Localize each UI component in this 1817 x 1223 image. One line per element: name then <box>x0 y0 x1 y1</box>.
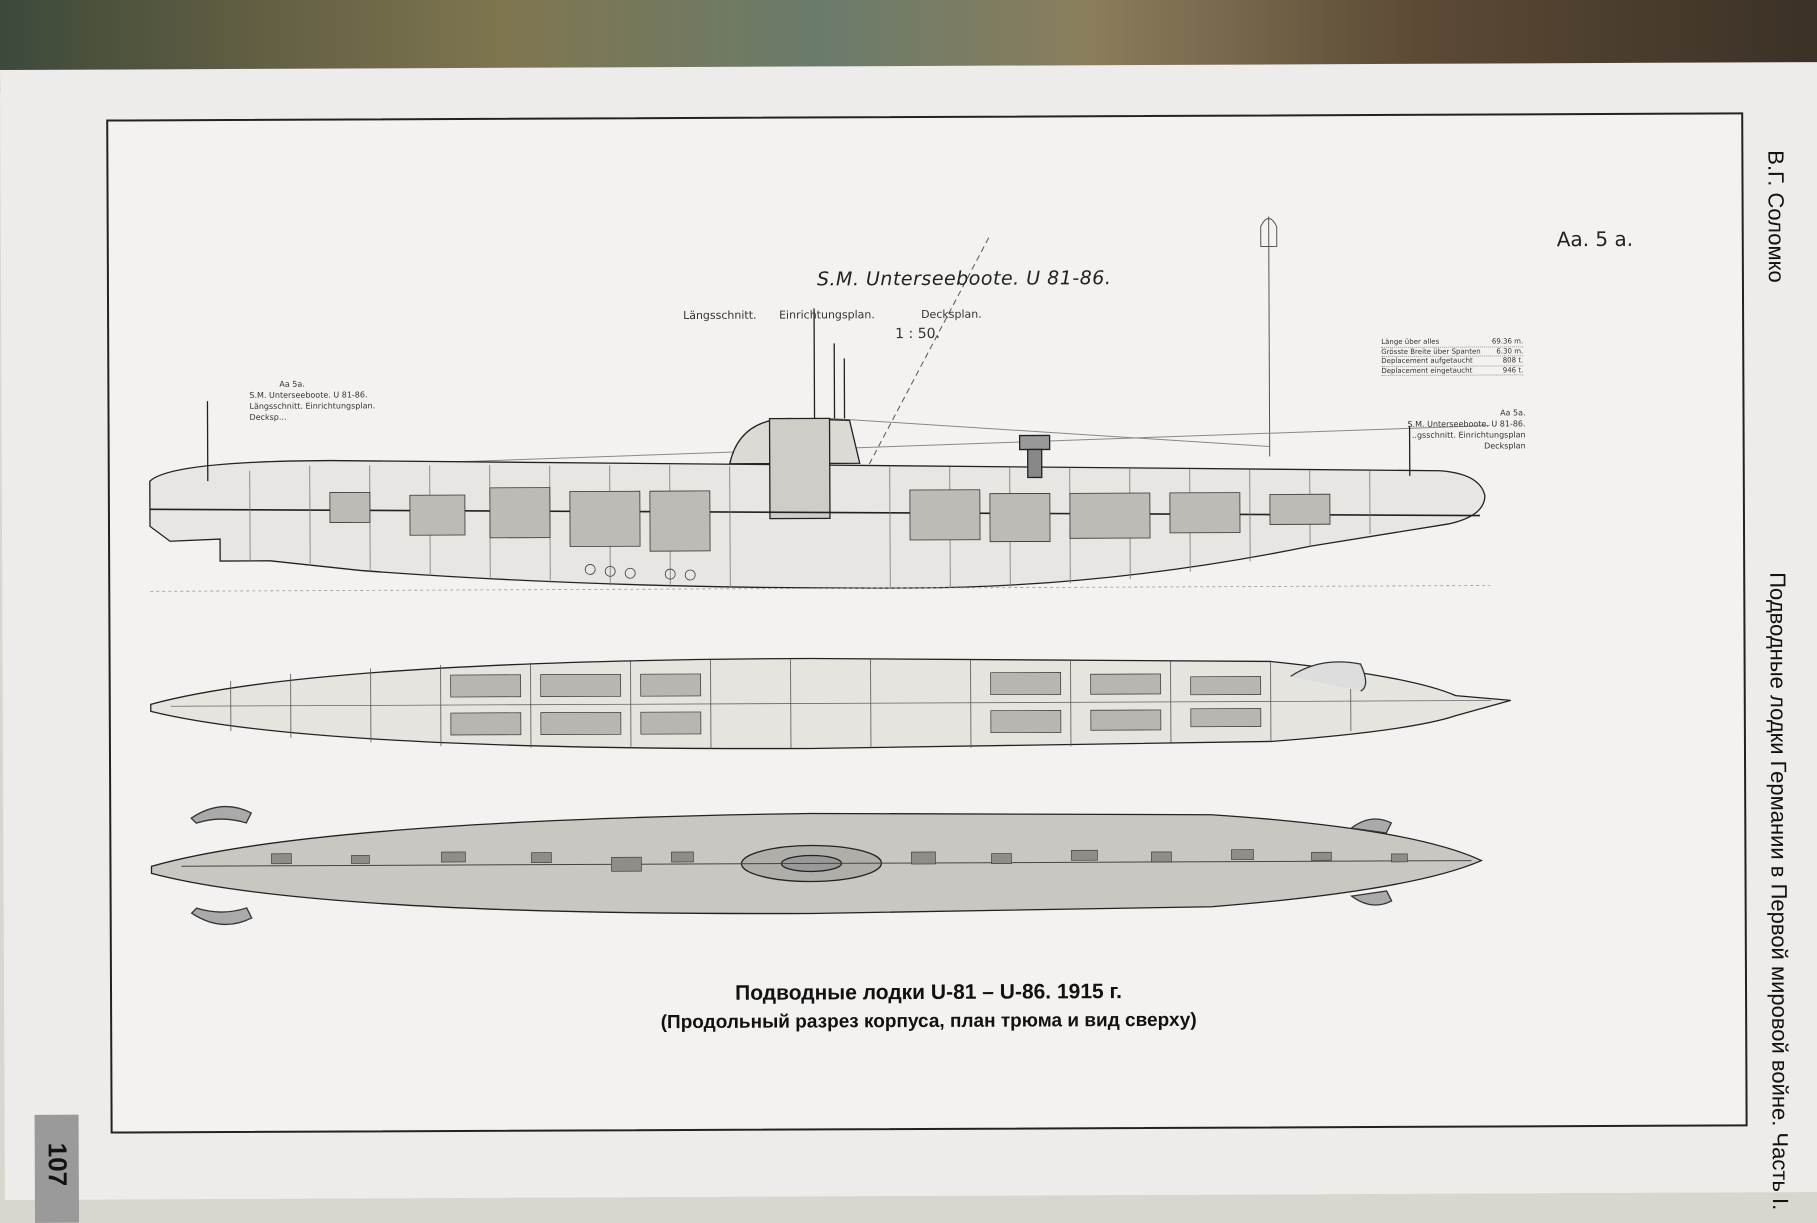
subtitle-deck: Decksplan. <box>921 308 982 321</box>
deck-plan <box>151 801 1482 925</box>
running-head: В.Г. Соломко Подводные лодки Германии в … <box>1748 150 1793 1210</box>
subtitle-longitudinal: Längsschnitt. <box>683 309 757 322</box>
stamp-left-code: Aa 5a. <box>279 378 399 390</box>
running-head-author: В.Г. Соломко <box>1748 150 1789 283</box>
hold-plan <box>151 655 1511 751</box>
drawing-frame: Aa. 5 a. S.M. Unterseeboote. U 81-86. Lä… <box>106 112 1747 1133</box>
stamp-right: Aa 5a. S.M. Unterseeboote. U 81-86. ..gs… <box>1405 407 1525 452</box>
stamp-right-desc: ..gsschnitt. Einrichtungsplan Decksplan <box>1406 429 1526 452</box>
book-page: Aa. 5 a. S.M. Unterseeboote. U 81-86. Lä… <box>0 62 1817 1200</box>
stamp-right-code: Aa 5a. <box>1405 407 1525 419</box>
longitudinal-section <box>149 306 1490 592</box>
page-number: 107 <box>42 1143 73 1203</box>
figure-caption: Подводные лодки U-81 – U-86. 1915 г. (Пр… <box>112 974 1745 1039</box>
page-number-tab: 107 <box>35 1115 79 1223</box>
sheet-code: Aa. 5 a. <box>1557 227 1633 251</box>
drawing-title: S.M. Unterseeboote. U 81-86. <box>817 267 1112 290</box>
stamp-left-desc: Längsschnitt. Einrichtungsplan. Decksp..… <box>249 400 399 423</box>
running-head-title: Подводные лодки Германии в Первой мирово… <box>1750 572 1793 1210</box>
drawing-scale: 1 : 50. <box>895 326 940 342</box>
stamp-left-name: S.M. Unterseeboote. U 81-86. <box>249 389 399 401</box>
stamp-right-name: S.M. Unterseeboote. U 81-86. <box>1406 418 1526 430</box>
subtitle-arrangement: Einrichtungsplan. <box>779 308 875 321</box>
stamp-left: Aa 5a. S.M. Unterseeboote. U 81-86. Läng… <box>249 378 399 423</box>
